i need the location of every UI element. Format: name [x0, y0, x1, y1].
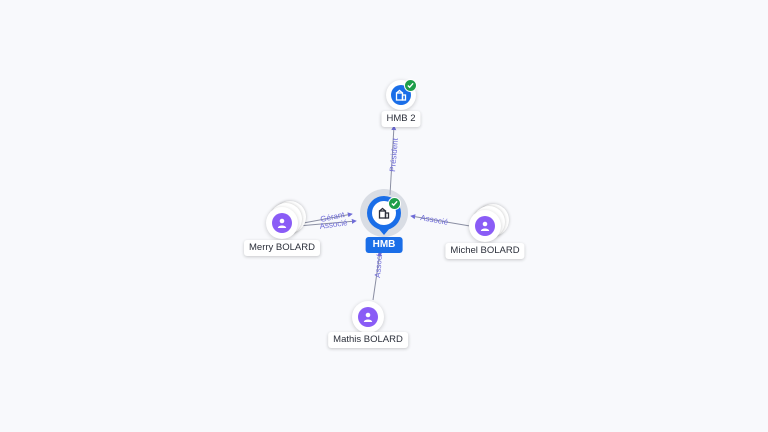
person-avatar-stack[interactable] — [469, 202, 509, 242]
person-icon — [358, 307, 378, 327]
edge-merry-associe — [297, 218, 357, 227]
person-icon — [475, 216, 495, 236]
person-icon — [272, 213, 292, 233]
edge-label-associe-mathis: Associé — [373, 249, 384, 278]
edge-mathis-associe — [372, 251, 382, 301]
edge-label-president: Président — [388, 137, 400, 172]
verified-check-icon — [388, 197, 401, 210]
verified-check-icon — [404, 79, 417, 92]
avatar[interactable] — [469, 210, 501, 242]
edge-president — [389, 125, 397, 196]
center-label[interactable]: HMB — [365, 237, 403, 253]
edge-label-associe-michel: Associé — [420, 213, 450, 227]
company-label[interactable]: HMB 2 — [381, 111, 421, 127]
avatar[interactable] — [266, 207, 298, 239]
person-avatar-stack[interactable] — [266, 199, 306, 239]
person-label[interactable]: Merry BOLARD — [244, 240, 320, 256]
person-label[interactable]: Mathis BOLARD — [328, 332, 408, 348]
avatar[interactable] — [352, 301, 384, 333]
edge-label-associe-merry: Associé — [319, 218, 349, 231]
person-label[interactable]: Michel BOLARD — [445, 243, 525, 259]
edge-merry-gerant — [297, 212, 353, 225]
pin-tip — [378, 228, 390, 235]
edge-michel-associe — [410, 214, 471, 227]
